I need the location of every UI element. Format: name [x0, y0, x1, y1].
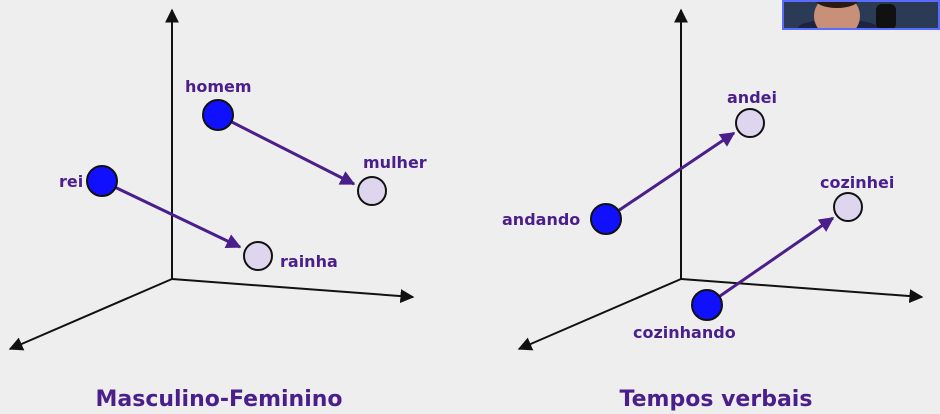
label-homem: homem: [185, 77, 252, 96]
axis-left-horizontal: [171, 278, 415, 304]
point-homem: [202, 99, 234, 131]
panel-masculino-feminino: homem mulher rei rainha Masculino-Femini…: [8, 8, 427, 412]
webcam-overlay: [782, 0, 940, 30]
caption-tempos-verbais: Tempos verbais: [620, 387, 813, 412]
label-rainha: rainha: [280, 252, 338, 271]
axes-left: [8, 8, 415, 351]
label-andei: andei: [727, 88, 777, 107]
label-cozinhando: cozinhando: [633, 323, 736, 342]
point-andando: [590, 203, 622, 235]
axis-right-horizontal: [680, 278, 924, 304]
vector-homem-mulher: [217, 113, 356, 186]
caption-masculino-feminino: Masculino-Feminino: [95, 387, 342, 412]
vector-andando-andei: [605, 131, 736, 221]
vector-cozinhando-cozinhei: [706, 216, 835, 307]
microphone-icon: [876, 4, 896, 28]
point-mulher: [357, 176, 387, 206]
point-rei: [86, 165, 118, 197]
label-cozinhei: cozinhei: [820, 173, 894, 192]
label-rei: rei: [59, 172, 83, 191]
point-rainha: [243, 241, 273, 271]
axes-right: [517, 8, 924, 351]
label-mulher: mulher: [363, 153, 427, 172]
vector-rei-rainha: [101, 179, 242, 249]
point-andei: [735, 108, 765, 138]
axis-right-depth: [517, 278, 682, 351]
panel-tempos-verbais: andei andando cozinhei cozinhando Tempos…: [502, 8, 924, 412]
presenter-hair: [814, 2, 860, 8]
label-andando: andando: [502, 210, 580, 229]
point-cozinhei: [833, 192, 863, 222]
axis-left-depth: [8, 278, 173, 351]
point-cozinhando: [691, 289, 723, 321]
